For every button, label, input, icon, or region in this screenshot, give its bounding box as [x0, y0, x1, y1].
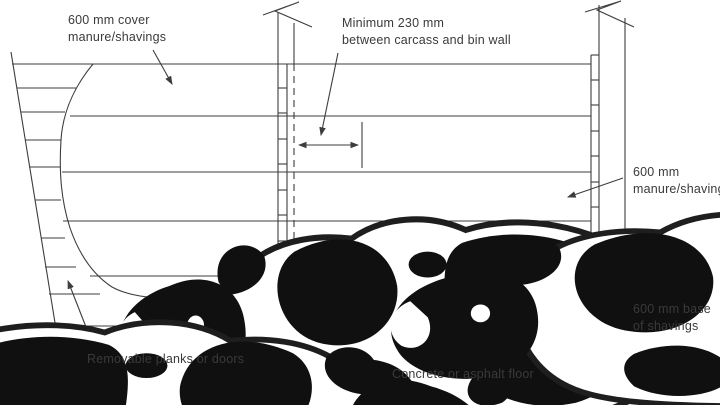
label-clearance-line2: between carcass and bin wall — [342, 33, 511, 47]
label-base: 600 mm base of shavings — [633, 301, 711, 335]
label-manure-side: 600 mm manure/shavings — [633, 164, 720, 198]
label-clearance-line1: Minimum 230 mm — [342, 16, 445, 30]
label-base-line2: of shavings — [633, 319, 699, 333]
label-manure-side-line1: 600 mm — [633, 165, 680, 179]
label-cover-line2: manure/shavings — [68, 30, 167, 44]
label-manure-side-line2: manure/shavings — [633, 182, 720, 196]
label-clearance: Minimum 230 mm between carcass and bin w… — [342, 15, 511, 49]
leader-cover — [152, 49, 173, 85]
leader-manure — [566, 177, 624, 198]
clearance-dimension — [297, 122, 363, 168]
label-floor: Concrete or asphalt floor — [392, 367, 534, 381]
leader-clearance — [319, 52, 339, 137]
label-cover-line1: 600 mm cover — [68, 13, 150, 27]
left-plank-wall — [10, 51, 100, 373]
label-planks: Removable planks or doors — [87, 352, 245, 366]
carcass-illustrations — [0, 213, 720, 405]
label-cover: 600 mm cover manure/shavings — [68, 12, 166, 46]
label-base-line1: 600 mm base — [633, 302, 711, 316]
